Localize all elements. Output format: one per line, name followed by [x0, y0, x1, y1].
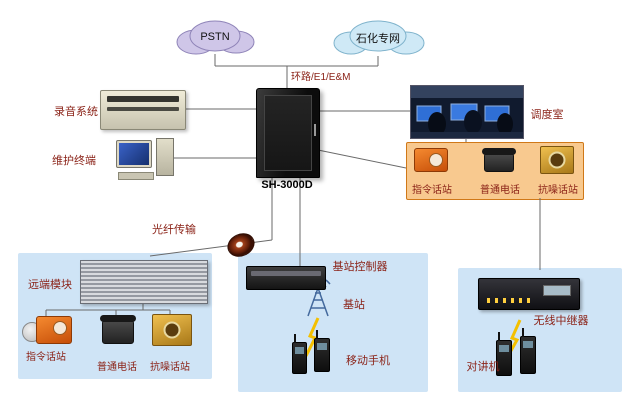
handheld-radio-device	[292, 334, 307, 374]
speaker-icon	[53, 321, 67, 335]
trunk-label: 环路/E1/E&M	[291, 72, 351, 83]
antenna-icon	[498, 332, 500, 341]
wireless-repeater-device	[478, 278, 580, 310]
command-station-device	[414, 148, 448, 172]
dispatch-room-label: 调度室	[530, 109, 564, 121]
display-panel	[543, 285, 571, 296]
dispatch-station-label-0: 指令话站	[412, 185, 452, 196]
rack-slot	[107, 96, 179, 102]
dispatch-station-label-1: 普通电话	[480, 185, 520, 196]
base-controller-label: 基站控制器	[332, 261, 388, 273]
remote-station-label-2: 抗噪话站	[150, 362, 190, 373]
rack-slot	[107, 107, 179, 111]
antenna-icon	[522, 328, 524, 337]
speaker-icon	[429, 153, 443, 167]
antenna-icon	[316, 330, 318, 339]
keyboard-icon	[118, 172, 154, 180]
cabinet-door	[264, 95, 312, 171]
handheld-radio-device	[520, 328, 536, 374]
monitor-screen	[119, 143, 149, 165]
telephone-device	[100, 315, 136, 344]
antenna-icon	[294, 334, 296, 343]
booth-ring-icon	[548, 151, 566, 169]
maintenance-terminal-tower	[156, 138, 174, 176]
cabinet-handle	[314, 124, 316, 137]
noise-proof-station-device	[540, 146, 574, 174]
mobile-label: 移动手机	[346, 355, 390, 367]
remote-module-label: 远端模块	[28, 279, 72, 291]
repeater-label: 无线中继器	[533, 315, 589, 327]
dispatch-station-label-2: 抗噪话站	[538, 185, 578, 196]
remote-module-device	[80, 260, 208, 304]
telephone-device	[482, 148, 516, 172]
sh3000d-cabinet	[256, 88, 320, 178]
handheld-radio-device	[314, 330, 330, 372]
button-row	[487, 298, 533, 303]
remote-station-label-0: 指令话站	[26, 352, 66, 363]
handset-icon	[482, 148, 516, 155]
booth-ring-icon	[163, 321, 181, 339]
maintenance-terminal-monitor	[116, 140, 152, 168]
dispatch-room-photo-art	[411, 86, 523, 138]
base-controller-device	[246, 266, 326, 290]
noise-proof-station-device	[152, 314, 192, 346]
base-station-label: 基站	[343, 299, 365, 311]
pstn-label: PSTN	[200, 31, 230, 43]
radio-screen	[317, 343, 327, 350]
dispatch-room-photo	[410, 85, 524, 139]
controller-panel	[251, 271, 321, 276]
remote-station-label-1: 普通电话	[97, 362, 137, 373]
handset-icon	[100, 315, 136, 322]
terminal-label: 维护终端	[52, 155, 96, 167]
recorder-label: 录音系统	[54, 106, 98, 118]
walkie-label: 对讲机	[466, 361, 500, 373]
cabinet-label: SH-3000D	[261, 179, 313, 191]
radio-screen	[523, 341, 533, 348]
radio-screen	[499, 345, 509, 352]
command-station-device	[36, 316, 72, 344]
fiber-label: 光纤传输	[152, 224, 196, 236]
radio-screen	[295, 347, 304, 354]
petro-network-label: 石化专网	[356, 33, 400, 45]
recording-system-device	[100, 90, 186, 130]
